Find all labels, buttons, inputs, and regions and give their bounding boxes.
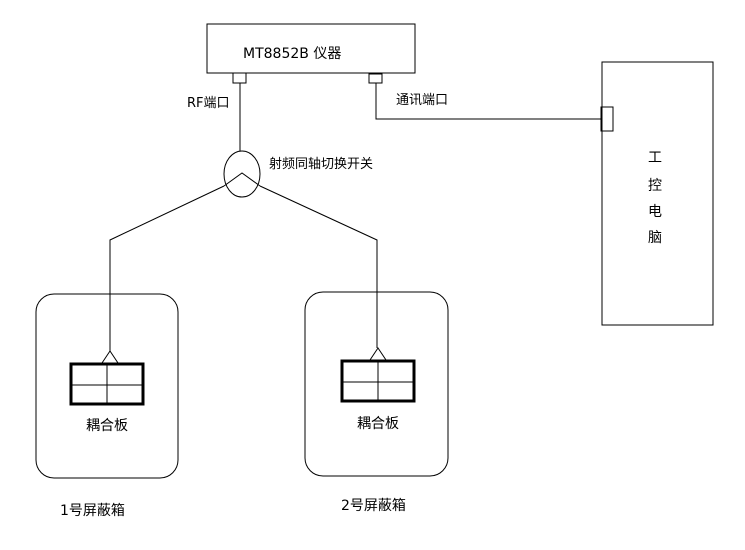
pc-char-3: 电	[648, 204, 662, 220]
pc-port	[600, 106, 614, 132]
cable-to-box-1	[109, 185, 225, 351]
instrument-box	[206, 23, 416, 74]
shield-box-2	[304, 291, 449, 477]
pc-char-2: 控	[648, 178, 662, 194]
comm-port-label: 通讯端口	[396, 93, 448, 108]
shield-box-label-2: 2号屏蔽箱	[341, 498, 406, 514]
pc-char-4: 脑	[648, 230, 662, 246]
coupling-board-label-2: 耦合板	[357, 416, 399, 432]
pc-char-1: 工	[648, 150, 662, 166]
instrument-label: MT8852B 仪器	[243, 46, 341, 62]
antenna-1	[101, 350, 119, 364]
rf-switch-label: 射频同轴切换开关	[269, 156, 373, 172]
shield-box-label-1: 1号屏蔽箱	[60, 503, 125, 519]
coupling-board-1	[69, 362, 145, 406]
comm-cable	[375, 83, 602, 120]
rf-port	[232, 72, 247, 84]
coupling-board-label-1: 耦合板	[86, 418, 128, 434]
rf-port-label: RF端口	[187, 96, 230, 111]
rf-switch-symbol	[223, 172, 261, 187]
comm-port	[368, 73, 383, 84]
cable-to-box-2	[259, 185, 378, 348]
shield-box-1	[35, 293, 179, 479]
coupling-board-2	[340, 359, 416, 403]
antenna-2	[369, 347, 387, 361]
rf-switch	[223, 150, 261, 198]
pc-box	[601, 61, 714, 326]
